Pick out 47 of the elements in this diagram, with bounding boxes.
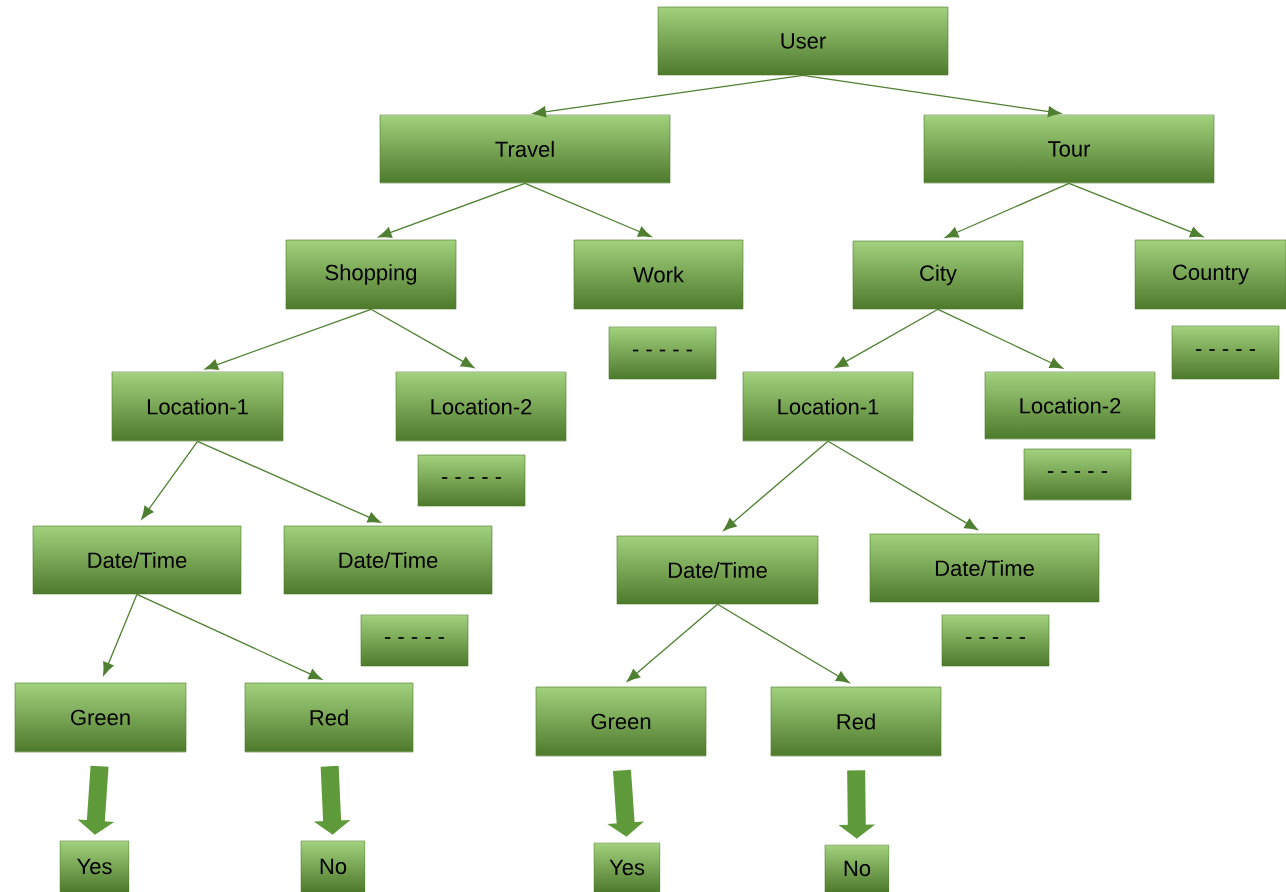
tree-box: Location-1 (742, 371, 914, 442)
arrow (937, 308, 1063, 369)
arrow (141, 440, 199, 520)
tree-box: Red (244, 682, 414, 753)
answer-box: Yes (59, 840, 130, 892)
tree-box: Country (1134, 239, 1286, 310)
arrow (204, 308, 372, 370)
tree-box: Green (14, 682, 187, 753)
placeholder-box: - - - - - (941, 614, 1050, 667)
arrow (532, 74, 804, 118)
tree-box: City (852, 240, 1024, 310)
tree-box: Date/Time (32, 525, 242, 595)
placeholder-box: - - - - - (360, 614, 469, 667)
tree-box: Tour (923, 114, 1215, 184)
placeholder-box: - - - - - (1171, 325, 1280, 380)
tree-box: User (657, 6, 949, 76)
tree-box: Shopping (285, 239, 457, 310)
arrow (378, 182, 526, 238)
arrow (626, 603, 719, 682)
tree-box: Date/Time (869, 533, 1100, 603)
tree-box: Location-1 (111, 371, 284, 442)
tree-box: Date/Time (283, 525, 493, 595)
answer-box: No (824, 844, 890, 892)
placeholder-box: - - - - - (608, 326, 717, 380)
arrow (802, 74, 1062, 118)
answer-box: Yes (593, 842, 661, 892)
tree-box: Date/Time (616, 535, 819, 605)
arrow (834, 308, 939, 369)
tree-box: Red (770, 686, 942, 757)
placeholder-box: - - - - - (1023, 448, 1132, 501)
arrow (524, 182, 652, 237)
tree-box: Location-2 (984, 371, 1156, 440)
tree-box: Location-2 (395, 371, 567, 442)
tree-box: Work (573, 239, 744, 310)
arrow (103, 593, 138, 676)
arrow (945, 182, 1070, 238)
arrow (1068, 182, 1204, 238)
tree-box: Green (535, 686, 707, 757)
tree-box: Travel (379, 114, 671, 184)
arrow (723, 440, 829, 531)
arrow (370, 308, 475, 369)
arrow (827, 440, 978, 530)
placeholder-box: - - - - - (417, 454, 526, 507)
arrow (716, 603, 850, 683)
arrow (196, 440, 381, 523)
arrow (136, 593, 322, 680)
answer-box: No (300, 840, 366, 892)
